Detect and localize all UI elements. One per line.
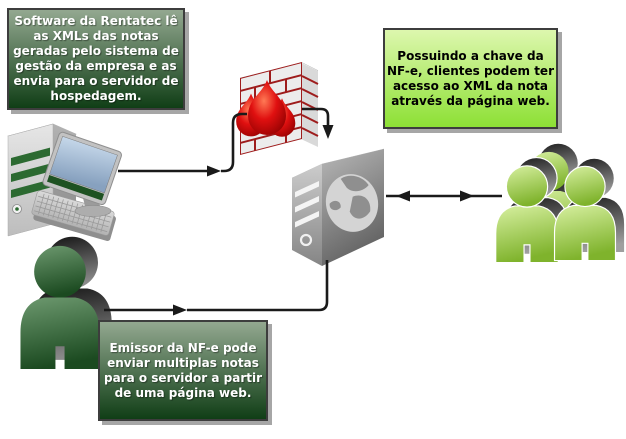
callout-clientes-chave-nfe: Possuindo a chave da NF-e, clientes pode…: [383, 28, 558, 129]
arrow-firewall-to-server: [302, 107, 334, 139]
arrow-server-clients-bidirectional: [386, 190, 502, 202]
globe-icon: [325, 174, 379, 232]
server-power-button-icon: [299, 233, 313, 247]
callout-software-rentatec: Software da Rentatec lê as XMLs das nota…: [7, 8, 185, 110]
monitor-screen: [49, 135, 118, 194]
callout-software-text: Software da Rentatec lê as XMLs das nota…: [13, 14, 179, 103]
clients-group-icon: [495, 143, 626, 264]
keyboard-icon: [31, 190, 116, 242]
monitor-icon: [42, 131, 122, 217]
arrow-workstation-to-firewall: [118, 112, 247, 177]
firewall-icon: [236, 61, 319, 155]
web-server-icon: [291, 148, 385, 266]
workstation-computer-icon: [7, 123, 122, 242]
server-vents: [295, 181, 319, 228]
flame-icon: [236, 80, 296, 137]
arrow-emitter-to-server: [104, 260, 329, 316]
brick-wall-side: [301, 63, 319, 147]
callout-clientes-text: Possuindo a chave da NF-e, clientes pode…: [387, 48, 554, 108]
callout-emissor-nfe: Emissor da NF-e pode enviar multiplas no…: [98, 320, 268, 421]
callout-emissor-text: Emissor da NF-e pode enviar multiplas no…: [103, 340, 262, 400]
